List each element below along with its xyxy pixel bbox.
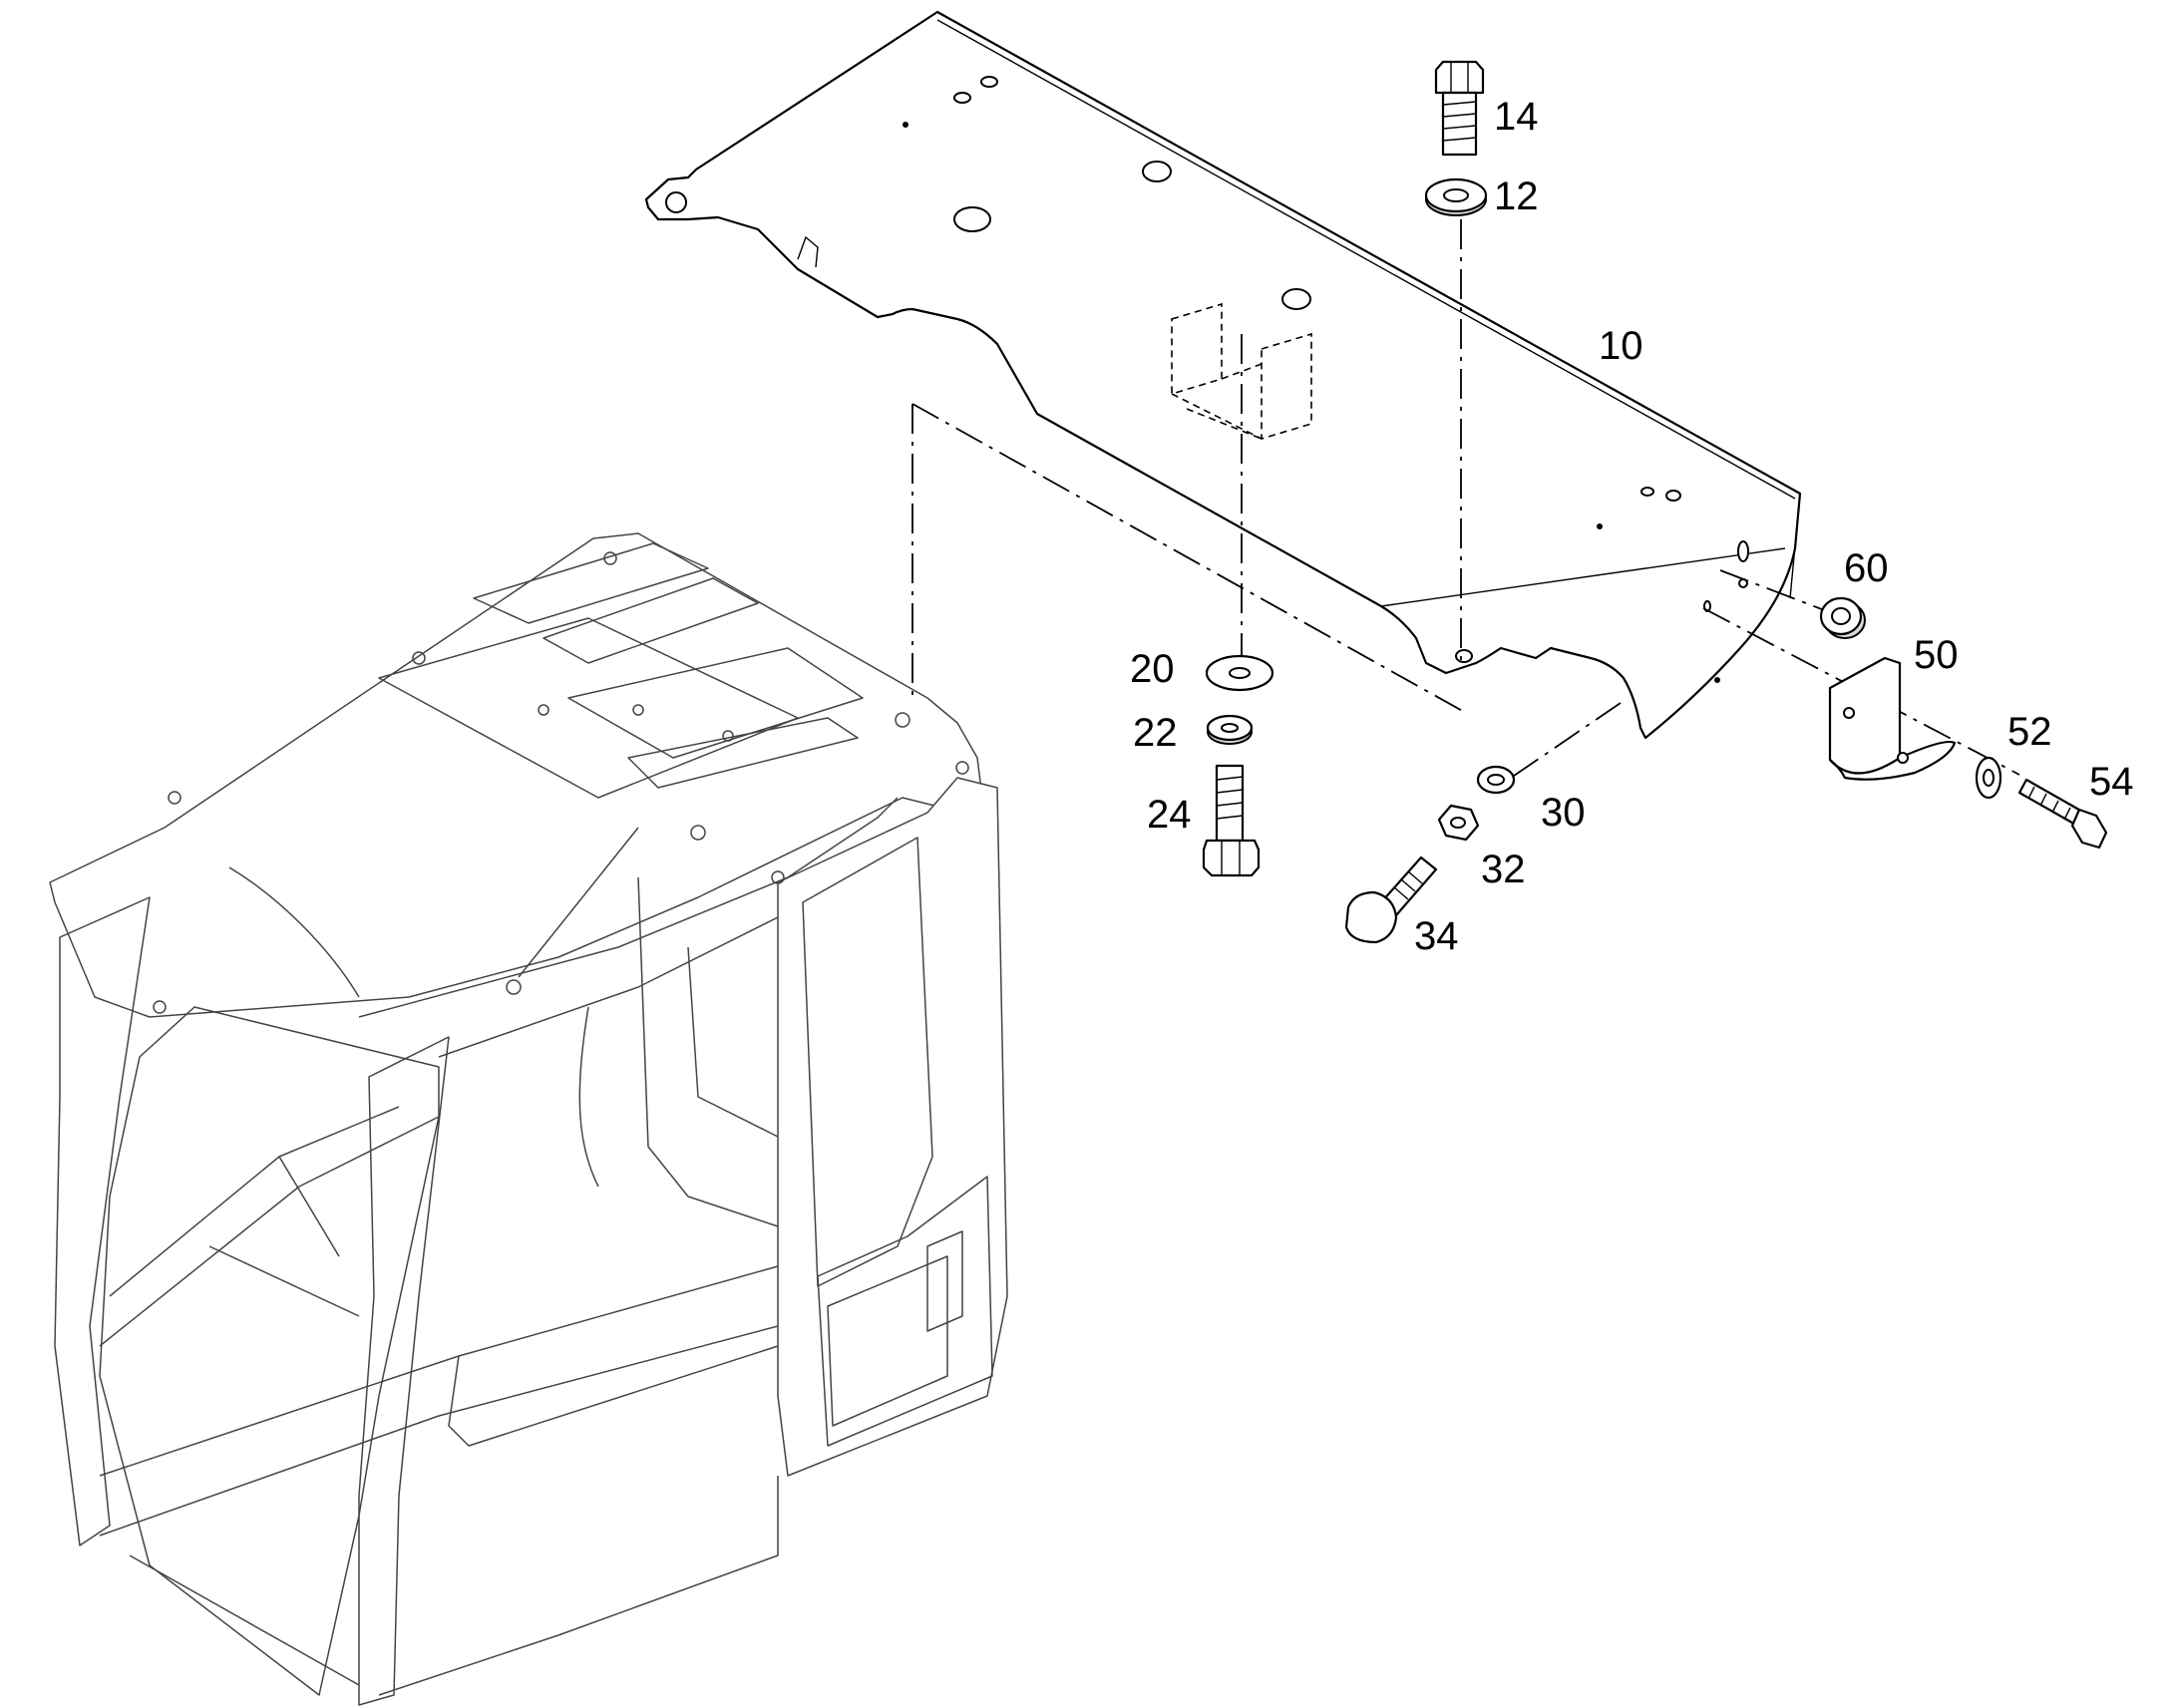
- round-head-bolt-34: [1344, 855, 1438, 944]
- callout-34: 34: [1414, 914, 1459, 958]
- callout-54: 54: [2089, 760, 2134, 804]
- callout-60: 60: [1844, 546, 1889, 590]
- washer-22: [1206, 714, 1254, 745]
- cab-frame: [49, 532, 1008, 1706]
- callout-50: 50: [1914, 633, 1959, 677]
- hex-bolt-14: [1434, 60, 1485, 157]
- callout-22: 22: [1133, 711, 1178, 755]
- callout-32: 32: [1481, 848, 1526, 891]
- washer-20: [1205, 654, 1274, 692]
- nut-32: [1437, 804, 1480, 842]
- hex-bolt-24: [1202, 764, 1261, 877]
- washer-30: [1476, 765, 1516, 795]
- callout-10: 10: [1599, 324, 1643, 368]
- callout-labels: 14 12 10 60 50 20 22 24 30 32 34 52 54: [1130, 95, 2134, 958]
- callout-20: 20: [1130, 647, 1175, 691]
- callout-12: 12: [1494, 174, 1539, 218]
- callout-24: 24: [1147, 793, 1192, 837]
- bracket-50: [1828, 656, 1957, 781]
- hex-bolt-54: [2017, 778, 2108, 850]
- grommet-60: [1819, 596, 1866, 639]
- washer-52: [1975, 756, 2002, 800]
- cover-plate-10: [644, 10, 1802, 740]
- callout-14: 14: [1494, 95, 1539, 139]
- washer-12: [1424, 177, 1488, 216]
- callout-30: 30: [1541, 791, 1586, 835]
- callout-52: 52: [2007, 710, 2052, 754]
